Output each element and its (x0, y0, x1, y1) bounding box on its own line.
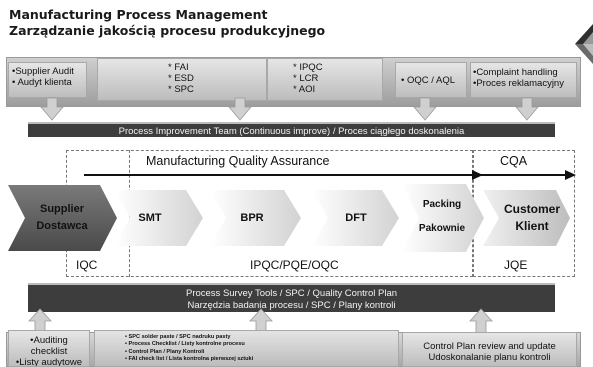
tools-item-text: Process Checklist / Listy kontrolne proc… (128, 341, 245, 348)
top-box-line: • Audyt klienta (12, 77, 72, 88)
logo-icon (575, 24, 593, 64)
top-arrows (40, 97, 539, 121)
iqc-label: IQC (76, 258, 98, 272)
top-box-line: * ESD (168, 73, 194, 84)
top-box-oqc: • OQC / AQL (395, 62, 467, 98)
tools-item: • Process Checklist / Listy kontrolne pr… (125, 341, 245, 348)
down-arrow-icon (413, 97, 437, 121)
stage-line: Pakownie (418, 223, 466, 234)
mqa-label: Manufacturing Quality Assurance (146, 154, 330, 168)
top-box-line: • OQC / AQL (401, 75, 456, 86)
top-box-line: * SPC (168, 84, 194, 95)
page-title: Manufacturing Process Management Zarządz… (9, 7, 325, 39)
tools-item: • FAI check list / Lista kontrolna pierw… (125, 355, 254, 362)
mqa-arrow-icon (84, 170, 483, 180)
cqa-label: CQA (500, 154, 528, 168)
audit-line: checklist (30, 346, 68, 357)
stage-line: Klient (515, 219, 549, 233)
top-box-supplier-audit: •Supplier Audit • Audyt klienta (8, 62, 87, 98)
down-arrow-icon (515, 97, 539, 121)
process-improvement-bar: Process Improvement Team (Continuous imp… (28, 122, 555, 137)
process-survey-bar: Process Survey Tools / SPC / Quality Con… (28, 283, 555, 312)
top-box-ipqc: * IPQC * LCR * AOI (267, 58, 383, 101)
stage-line: Dostawca (36, 220, 88, 232)
control-plan-line: Control Plan review and update (423, 341, 556, 352)
jqe-label: JQE (504, 258, 528, 272)
top-box-line: •Complaint handling (473, 67, 558, 78)
bottom-box-tools: • SPC solder paste / SPC nadruku pasty •… (94, 330, 399, 367)
chevron-customer (483, 190, 570, 246)
tools-item-text: SPC solder paste / SPC nadruku pasty (128, 334, 231, 340)
chevron-supplier (8, 185, 117, 251)
stage-line: Packing (422, 199, 462, 210)
top-box-line: •Proces reklamacyjny (473, 78, 564, 89)
top-box-fai: * FAI * ESD * SPC (97, 58, 267, 101)
tools-item: • SPC solder paste / SPC nadruku pasty (125, 334, 231, 340)
chevron-bpr (210, 190, 301, 246)
chevron-packing (402, 184, 484, 252)
top-box-line: * AOI (293, 84, 316, 95)
stage-customer: Customer Klient (497, 201, 567, 235)
stage-line: Supplier (39, 203, 84, 215)
down-arrow-icon (228, 97, 252, 121)
stage-line: DFT (345, 212, 367, 224)
stage-line: BPR (240, 212, 264, 224)
stage-supplier: Supplier Dostawca (22, 201, 102, 235)
down-arrow-icon (40, 97, 64, 121)
stage-dft: DFT (336, 210, 376, 227)
survey-line-2: Narzędzia badania procesu / SPC / Plany … (187, 300, 396, 311)
tools-item-text: FAI check list / Lista kontrolna pierwsz… (128, 355, 254, 362)
top-box-line: * IPQC (293, 62, 323, 73)
control-plan-line: Udoskonalanie planu kontroli (428, 352, 551, 363)
process-chevrons (8, 184, 570, 252)
tools-item-text: Control Plan / Plany Kontroli (128, 348, 205, 355)
audit-line: •Listy audytowe (15, 357, 83, 367)
cqa-arrow-icon (477, 170, 576, 180)
stage-line: SMT (138, 212, 162, 224)
chevron-smt (115, 190, 203, 246)
ipqc-label: IPQC/PQE/OQC (250, 258, 339, 272)
survey-line-1: Process Survey Tools / SPC / Quality Con… (185, 288, 398, 299)
up-arrow-icon (469, 308, 493, 334)
top-box-line: •Supplier Audit (12, 66, 74, 77)
title-line-1: Manufacturing Process Management (9, 7, 268, 22)
title-line-2: Zarządzanie jakością procesu produkcyjne… (9, 23, 326, 38)
top-box-complaint: •Complaint handling •Proces reklamacyjny (470, 62, 577, 98)
process-improvement-text: Process Improvement Team (Continuous imp… (118, 126, 465, 137)
audit-line: •Auditing (30, 335, 68, 346)
tools-item: • Control Plan / Plany Kontroli (125, 348, 205, 355)
stage-bpr: BPR (232, 210, 272, 227)
bottom-arrows (28, 308, 493, 334)
bottom-box-audit: •Auditing checklist •Listy audytowe (8, 330, 90, 367)
top-box-line: * FAI (168, 62, 189, 73)
stage-line: Customer (503, 202, 560, 216)
top-box-line: * LCR (293, 73, 319, 84)
stage-packing: Packing Pakownie (408, 187, 476, 247)
bottom-box-control-plan: Control Plan review and update Udoskonal… (402, 332, 577, 367)
chevron-dft (312, 190, 399, 246)
stage-smt: SMT (130, 210, 170, 227)
